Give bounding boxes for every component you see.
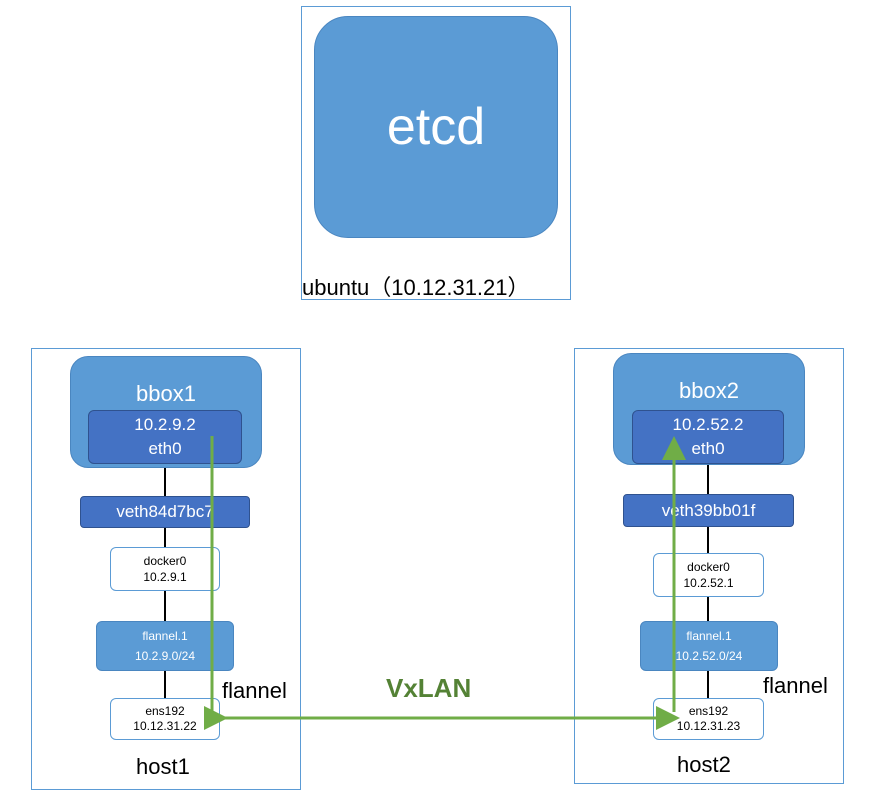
host2-veth: veth39bb01f xyxy=(623,494,794,527)
host1-ens-ip: 10.12.31.22 xyxy=(133,719,197,733)
host2-frame xyxy=(574,348,844,784)
host2-ens192: ens192 10.12.31.23 xyxy=(653,698,764,740)
bbox1-ip: 10.2.9.2 xyxy=(134,415,196,434)
host2-flannel-subnet: 10.2.52.0/24 xyxy=(675,649,743,663)
host2-veth-label: veth39bb01f xyxy=(661,500,756,520)
host1-veth: veth84d7bc7 xyxy=(80,496,250,528)
vxlan-label: VxLAN xyxy=(386,673,472,703)
host1-flannel-label: flannel xyxy=(222,678,287,703)
bbox1-if: eth0 xyxy=(148,439,182,458)
host2-flannel-name: flannel.1 xyxy=(686,629,732,643)
bbox2-if: eth0 xyxy=(691,439,725,458)
host1-ens-name: ens192 xyxy=(145,704,185,718)
host1-veth-label: veth84d7bc7 xyxy=(116,502,214,521)
etcd-node: etcd xyxy=(314,16,558,238)
bbox1-eth0: 10.2.9.2 eth0 xyxy=(88,410,242,464)
etcd-label: etcd xyxy=(386,98,486,156)
host1-flannel-name: flannel.1 xyxy=(142,629,188,643)
host1-docker-ip: 10.2.9.1 xyxy=(143,570,187,584)
host1-label: host1 xyxy=(136,754,190,779)
bbox2-eth0: 10.2.52.2 eth0 xyxy=(632,410,784,464)
bbox2-ip: 10.2.52.2 xyxy=(672,415,744,434)
ubuntu-host-label: ubuntu（10.12.31.21） xyxy=(302,275,530,300)
host2-docker-name: docker0 xyxy=(687,560,730,574)
host1-docker0: docker0 10.2.9.1 xyxy=(110,547,220,591)
host1-docker-name: docker0 xyxy=(143,554,187,568)
host2-docker0: docker0 10.2.52.1 xyxy=(653,553,764,597)
bbox2-label: bbox2 xyxy=(679,378,739,403)
host2-docker-ip: 10.2.52.1 xyxy=(683,576,734,590)
bbox1-label: bbox1 xyxy=(136,381,196,406)
host1-flannel-subnet: 10.2.9.0/24 xyxy=(134,649,196,663)
host2-flannel-interface: flannel.1 10.2.52.0/24 xyxy=(640,621,778,671)
host1-frame xyxy=(31,348,301,790)
host1-ens192: ens192 10.12.31.22 xyxy=(110,698,220,740)
host1-flannel-interface: flannel.1 10.2.9.0/24 xyxy=(96,621,234,671)
host2-flannel-label: flannel xyxy=(763,673,828,698)
host2-ens-name: ens192 xyxy=(688,704,729,718)
ubuntu-host-frame xyxy=(301,6,571,300)
host2-ens-ip: 10.12.31.23 xyxy=(676,719,741,733)
host2-label: host2 xyxy=(677,752,731,777)
